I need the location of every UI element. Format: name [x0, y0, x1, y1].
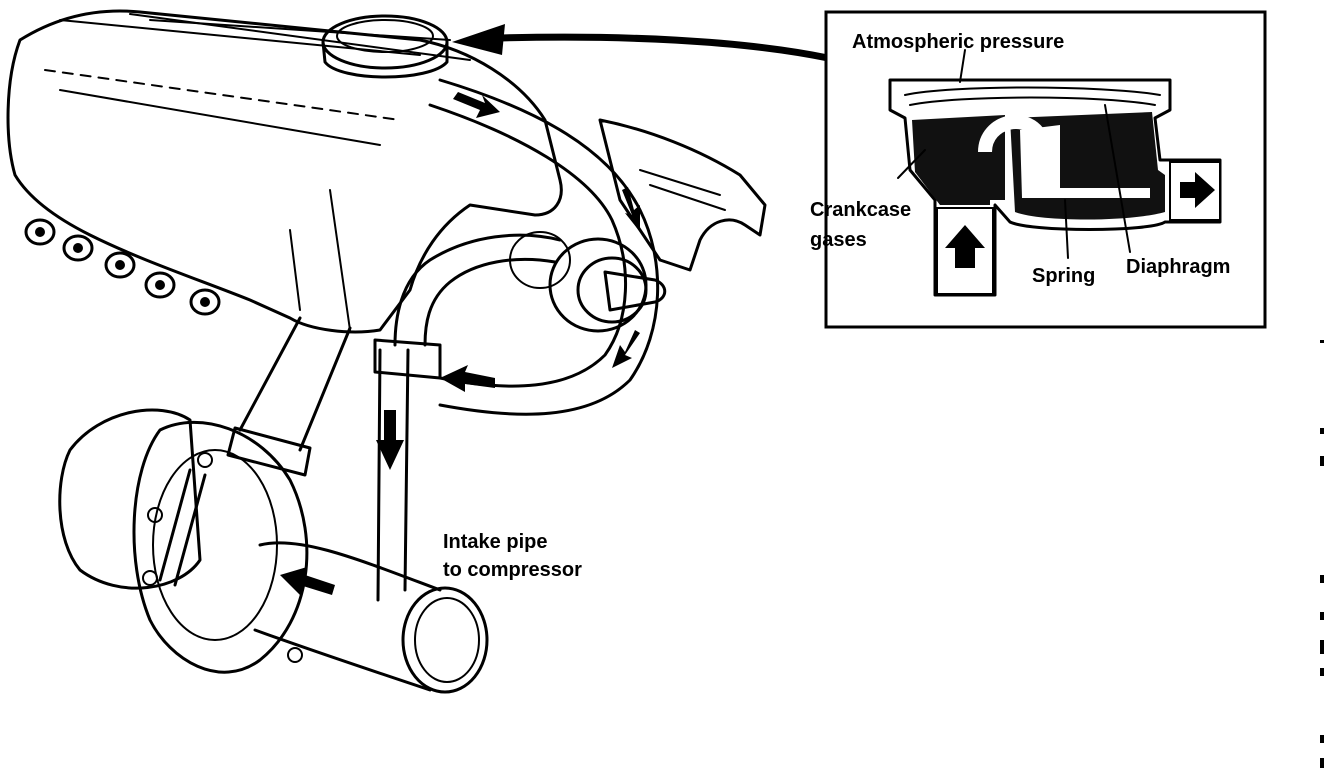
compressor-inlet-pipe	[253, 541, 489, 694]
label-to-compressor: to compressor	[443, 559, 582, 581]
arrow-inlet-left	[280, 567, 335, 595]
pcv-valve	[509, 231, 667, 333]
oil-filler-cap	[321, 14, 449, 79]
arrow-hose-down-2	[612, 330, 640, 368]
inset-arrow-right	[1180, 172, 1215, 208]
pcv-inset	[824, 10, 1267, 329]
inset-flow-curve	[978, 115, 1049, 153]
port-5	[189, 288, 221, 316]
down-pipe	[373, 338, 442, 602]
valve-cover	[6, 9, 563, 334]
label-spring: Spring	[1032, 265, 1095, 287]
port-2	[62, 234, 94, 262]
label-gases: gases	[810, 229, 867, 251]
port-4	[144, 271, 176, 299]
inlet-tube	[936, 207, 994, 295]
label-atmospheric-pressure: Atmospheric pressure	[852, 31, 1064, 53]
inset-arrow-up	[945, 225, 985, 268]
arrow-from-cap	[453, 92, 500, 118]
turbocharger	[58, 408, 309, 674]
valve-body	[888, 78, 1222, 297]
port-1	[24, 218, 56, 246]
arrow-pipe-down	[376, 410, 404, 470]
arrow-hose-down-1	[622, 187, 640, 232]
breather-hoses	[393, 78, 660, 416]
label-crankcase: Crankcase	[810, 199, 911, 221]
cover-bracket	[598, 118, 767, 272]
label-diaphragm: Diaphragm	[1126, 256, 1230, 278]
manifold-ports	[24, 218, 221, 316]
pointer-arrowhead	[452, 24, 505, 55]
label-intake-pipe: Intake pipe	[443, 531, 547, 553]
flow-arrows	[280, 92, 640, 595]
intake-duct	[226, 316, 352, 477]
arrow-hose-left	[440, 365, 495, 392]
callout-pointer	[452, 24, 829, 62]
edge-marks	[1320, 340, 1324, 768]
port-3	[104, 251, 136, 279]
